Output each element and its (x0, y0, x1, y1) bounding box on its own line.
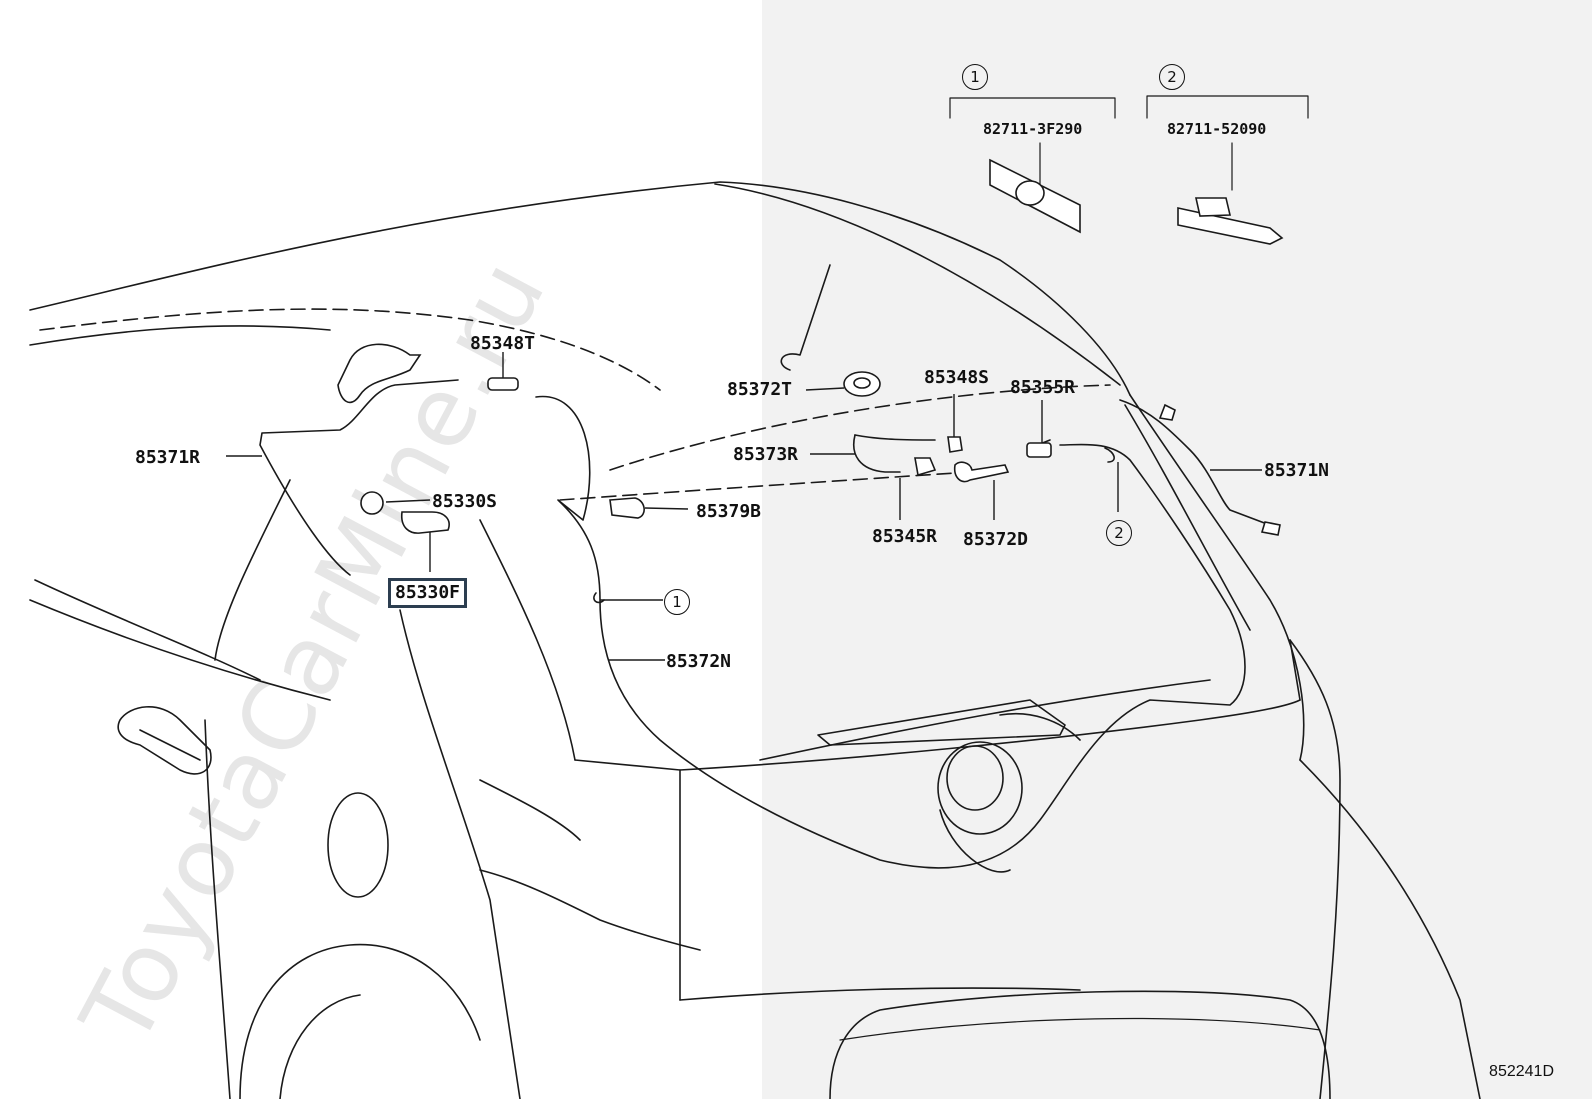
rear-wiper (817, 699, 1081, 873)
label-85379B[interactable]: 85379B (696, 501, 762, 522)
label-85372D[interactable]: 85372D (963, 529, 1029, 550)
reservoir-inlet (337, 343, 422, 404)
fuel-lid (327, 792, 389, 898)
variant-2-part-number[interactable]: 82711-52090 (1167, 120, 1267, 138)
hose-85372D (953, 461, 1010, 483)
pump-85330F (400, 511, 450, 534)
nozzle-85345R (914, 457, 937, 477)
label-85373R[interactable]: 85373R (733, 444, 799, 465)
parts (337, 264, 1281, 604)
label-85348S[interactable]: 85348S (924, 367, 990, 388)
grommet-85379B (609, 497, 645, 519)
variant-callout-2: 2 (1159, 64, 1185, 90)
hose-callout-1: 1 (664, 589, 690, 615)
label-85330F-highlighted[interactable]: 85330F (388, 578, 468, 608)
rear-window (559, 384, 1251, 761)
joint-85348T (487, 377, 519, 391)
shaded-panel (762, 0, 1592, 1099)
hose-callout-2: 2 (1106, 520, 1132, 546)
diagram-code: 852241D (1489, 1063, 1554, 1080)
variant-1-part-number[interactable]: 82711-3F290 (983, 120, 1083, 138)
body-outline (29, 181, 1481, 1099)
washer-hoses (259, 379, 1276, 869)
label-85345R[interactable]: 85345R (872, 526, 938, 547)
variant-brackets (949, 95, 1309, 245)
label-85371N[interactable]: 85371N (1264, 460, 1330, 481)
variant-2-nozzle (1177, 207, 1284, 245)
valve-85355R (1026, 442, 1052, 458)
label-85348T[interactable]: 85348T (470, 333, 536, 354)
label-85372T[interactable]: 85372T (727, 379, 793, 400)
rear-wheel-arch (239, 943, 481, 1099)
door-handle (117, 706, 212, 775)
label-85372N[interactable]: 85372N (666, 651, 732, 672)
label-85371R[interactable]: 85371R (135, 447, 201, 468)
leader-lines (226, 352, 1262, 661)
variant-callout-1: 1 (962, 64, 988, 90)
label-85330S[interactable]: 85330S (432, 491, 498, 512)
grommet-85330S (360, 491, 384, 515)
elbow-85348S (947, 436, 963, 453)
label-85355R[interactable]: 85355R (1010, 377, 1076, 398)
